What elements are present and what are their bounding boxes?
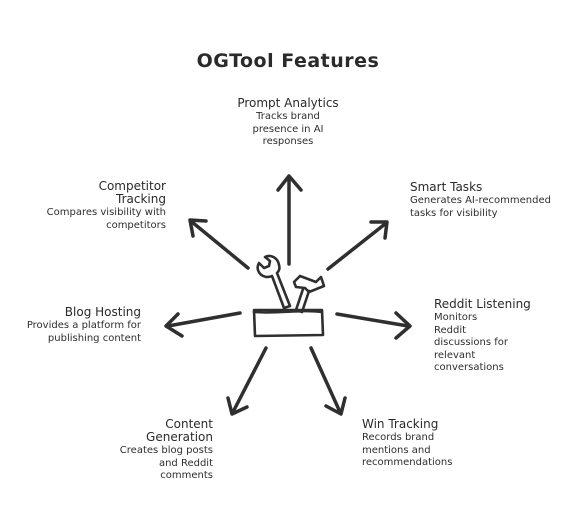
arrow-smart-tasks xyxy=(326,220,389,271)
feature-reddit-listening: Reddit Listening Monitors Reddit discuss… xyxy=(434,298,574,375)
arrow-prompt-analytics xyxy=(276,174,303,266)
feature-description: Creates blog posts and Reddit comments xyxy=(119,445,213,481)
feature-description: Records brand mentions and recommendatio… xyxy=(362,432,453,468)
feature-title: Prompt Analytics xyxy=(237,96,339,110)
feature-title: Blog Hosting xyxy=(64,305,141,319)
toolbox-icon xyxy=(252,254,326,338)
feature-title: Reddit Listening xyxy=(434,297,531,311)
feature-description: Compares visibility with competitors xyxy=(46,207,166,231)
arrow-competitor-tracking xyxy=(188,218,250,270)
arrow-reddit-listening xyxy=(335,311,412,340)
feature-description: Monitors Reddit discussions for relevant… xyxy=(434,312,508,373)
feature-description: Provides a platform for publishing conte… xyxy=(26,320,141,344)
feature-competitor-tracking: Competitor Tracking Compares visibility … xyxy=(20,180,166,232)
feature-description: Tracks brand presence in AI responses xyxy=(252,111,324,147)
feature-prompt-analytics: Prompt Analytics Tracks brand presence i… xyxy=(203,97,373,149)
feature-win-tracking: Win Tracking Records brand mentions and … xyxy=(362,418,522,470)
feature-smart-tasks: Smart Tasks Generates AI-recommended tas… xyxy=(410,181,560,220)
arrow-win-tracking xyxy=(309,346,347,416)
page-title: OGTool Features xyxy=(196,50,380,72)
feature-content-generation: Content Generation Creates blog posts an… xyxy=(60,418,213,483)
feature-title: Competitor Tracking xyxy=(98,179,166,206)
arrow-content-generation xyxy=(226,346,268,416)
feature-description: Generates AI-recommended tasks for visib… xyxy=(410,195,551,219)
feature-title: Win Tracking xyxy=(362,417,439,431)
feature-blog-hosting: Blog Hosting Provides a platform for pub… xyxy=(20,306,141,345)
feature-title: Content Generation xyxy=(146,417,213,444)
arrow-blog-hosting xyxy=(164,311,242,338)
feature-title: Smart Tasks xyxy=(410,180,483,194)
